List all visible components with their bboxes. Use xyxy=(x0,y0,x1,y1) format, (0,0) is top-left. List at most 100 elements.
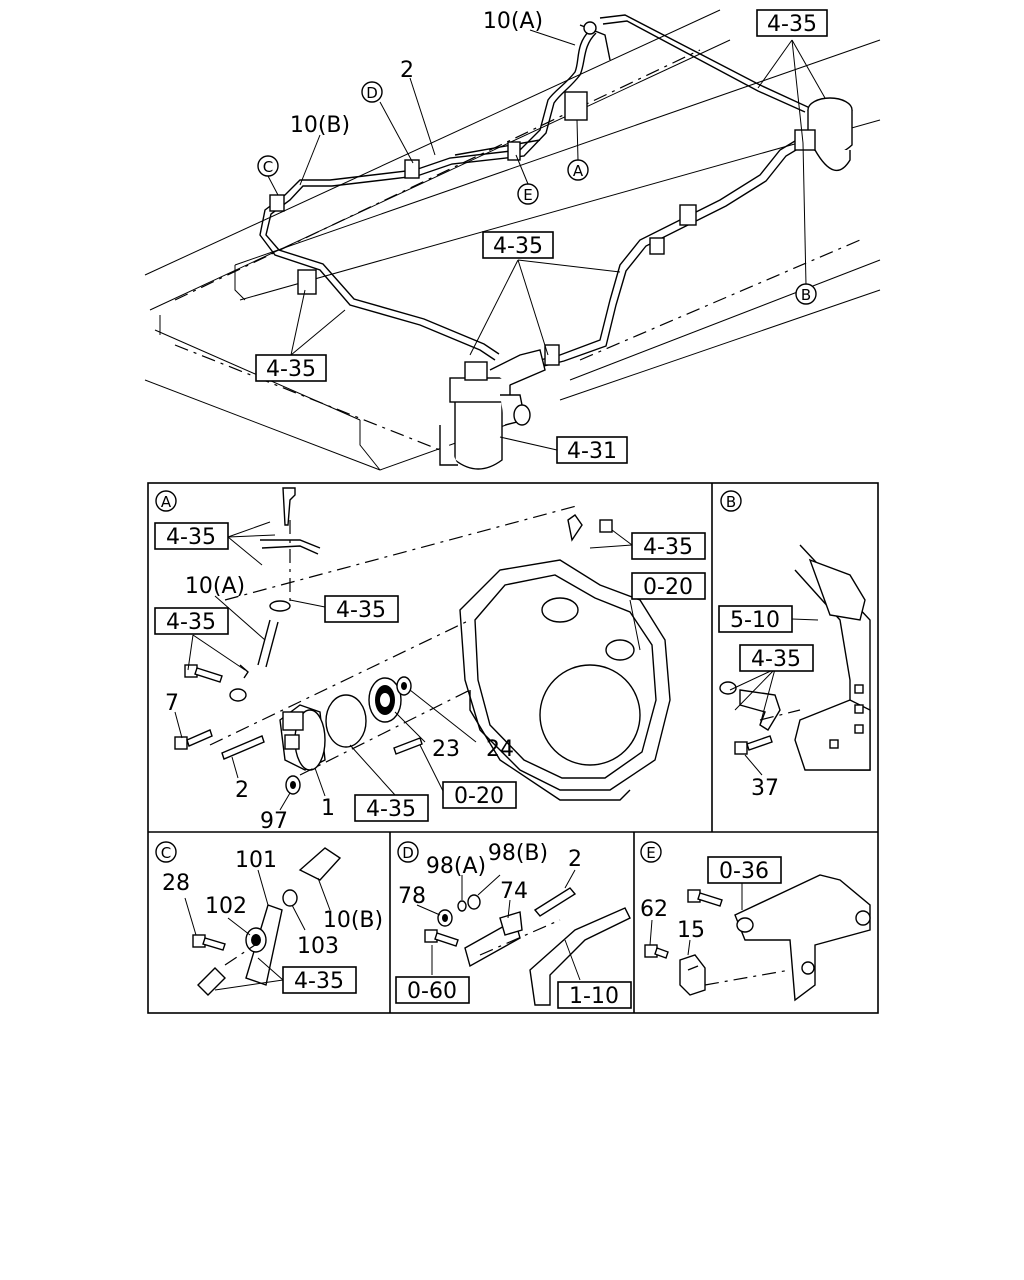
a-ref-0-20-2: 0-20 xyxy=(442,781,517,809)
panel-e-parts xyxy=(644,874,871,1002)
circle-marker-b: B xyxy=(795,283,817,305)
panel-e-leaders xyxy=(649,883,791,986)
a-part-97: 97 xyxy=(260,809,288,834)
svg-text:0-20: 0-20 xyxy=(643,575,693,600)
a-part-23: 23 xyxy=(432,737,460,762)
frame-rails xyxy=(144,9,881,471)
a-part-10a: 10(A) xyxy=(185,574,245,599)
top-view: 4-35 4-35 4-35 4-31 10(A) 10(B) 2 A B C xyxy=(144,9,881,471)
hose-10a xyxy=(257,619,271,666)
a-ref-4-35-2: 4-35 xyxy=(631,532,706,560)
panel-e: E 0-36 62 15 xyxy=(640,841,871,1002)
top-leaders xyxy=(267,29,826,451)
d-part-78: 78 xyxy=(398,884,426,909)
d-ref-0-60: 0-60 xyxy=(395,976,470,1004)
a-ref-4-35-3: 4-35 xyxy=(324,595,399,623)
nut-97 xyxy=(285,775,301,795)
circle-marker-e: E xyxy=(517,183,539,205)
panel-d-leaders xyxy=(416,869,581,981)
pipe-clamps xyxy=(269,141,697,366)
panel-a-marker: A xyxy=(155,490,177,512)
svg-text:E: E xyxy=(646,844,655,862)
booster-cylinder xyxy=(439,349,546,470)
panel-a: A xyxy=(154,487,706,834)
panel-a-assembly-lines xyxy=(209,504,581,776)
ref-4-35-left: 4-35 xyxy=(266,357,316,382)
stud-2 xyxy=(221,735,265,760)
svg-text:4-35: 4-35 xyxy=(166,525,216,550)
d-part-98b: 98(B) xyxy=(488,841,548,866)
circle-marker-c: C xyxy=(257,155,279,177)
svg-text:0-36: 0-36 xyxy=(719,859,769,884)
gear-23 xyxy=(368,677,402,723)
o-ring xyxy=(325,694,367,748)
panel-b: B 5-10 xyxy=(718,490,871,801)
svg-text:0-20: 0-20 xyxy=(454,784,504,809)
svg-text:4-35: 4-35 xyxy=(294,969,344,994)
d-part-98a: 98(A) xyxy=(426,854,486,879)
c-part-10b: 10(B) xyxy=(323,908,383,933)
ref-4-35-top: 4-35 xyxy=(767,12,817,37)
c-part-101: 101 xyxy=(235,848,277,873)
panel-b-leaders xyxy=(729,618,819,776)
svg-text:4-35: 4-35 xyxy=(643,535,693,560)
e-ref-0-36: 0-36 xyxy=(707,856,782,884)
svg-text:B: B xyxy=(801,286,811,304)
svg-text:4-35: 4-35 xyxy=(166,610,216,635)
a-part-1: 1 xyxy=(321,796,335,821)
a-ref-4-35-4: 4-35 xyxy=(154,607,229,635)
part-label-10b: 10(B) xyxy=(290,113,350,138)
e-part-62: 62 xyxy=(640,897,668,922)
upper-junction xyxy=(564,21,611,121)
ref-4-35-mid: 4-35 xyxy=(493,234,543,259)
circle-marker-d: D xyxy=(361,81,383,103)
svg-text:4-35: 4-35 xyxy=(366,797,416,822)
d-part-74: 74 xyxy=(500,879,528,904)
c-part-103: 103 xyxy=(297,934,339,959)
d-part-2: 2 xyxy=(568,847,582,872)
d-ref-1-10: 1-10 xyxy=(557,981,632,1009)
b-ref-4-35: 4-35 xyxy=(739,644,814,672)
vacuum-pump xyxy=(279,704,326,771)
detail-panel-frames xyxy=(147,482,879,1014)
svg-text:D: D xyxy=(402,844,414,862)
top-ref-4-35-topright: 4-35 xyxy=(756,9,828,37)
circle-marker-a: A xyxy=(567,159,589,181)
svg-text:A: A xyxy=(573,162,584,180)
top-ref-4-35-middle: 4-35 xyxy=(482,231,554,259)
c-ref-4-35: 4-35 xyxy=(282,966,357,994)
svg-text:4-35: 4-35 xyxy=(336,598,386,623)
brake-pipes xyxy=(259,14,821,372)
panel-c-marker: C xyxy=(155,841,177,863)
svg-text:A: A xyxy=(161,493,172,511)
svg-text:D: D xyxy=(366,84,378,102)
svg-text:E: E xyxy=(523,186,532,204)
panel-c: C 101 28 102 103 10(B) 4- xyxy=(155,841,383,996)
upper-pipe xyxy=(260,487,321,612)
part-label-10a: 10(A) xyxy=(483,9,543,34)
panel-d-marker: D xyxy=(397,841,419,863)
part-label-2: 2 xyxy=(400,58,414,83)
top-ref-4-35-left: 4-35 xyxy=(255,354,327,382)
c-part-102: 102 xyxy=(205,894,247,919)
c-part-28: 28 xyxy=(162,871,190,896)
panel-b-marker: B xyxy=(720,490,742,512)
panel-a-leaders xyxy=(174,521,641,811)
svg-text:4-35: 4-35 xyxy=(751,647,801,672)
e-part-15: 15 xyxy=(677,918,705,943)
pump-fittings xyxy=(184,514,613,702)
svg-text:C: C xyxy=(263,158,273,176)
panel-c-leaders xyxy=(184,869,331,991)
a-ref-4-35-5: 4-35 xyxy=(354,794,429,822)
a-ref-4-35-1: 4-35 xyxy=(154,522,229,550)
svg-text:B: B xyxy=(726,493,736,511)
stud xyxy=(393,737,423,755)
a-ref-0-20-1: 0-20 xyxy=(631,572,706,600)
b-part-37: 37 xyxy=(751,776,779,801)
a-part-2: 2 xyxy=(235,778,249,803)
svg-text:1-10: 1-10 xyxy=(569,984,619,1009)
b-ref-5-10: 5-10 xyxy=(718,605,793,633)
panel-d: D 98(A) 98(B) 2 78 74 xyxy=(395,841,632,1009)
svg-text:5-10: 5-10 xyxy=(730,608,780,633)
